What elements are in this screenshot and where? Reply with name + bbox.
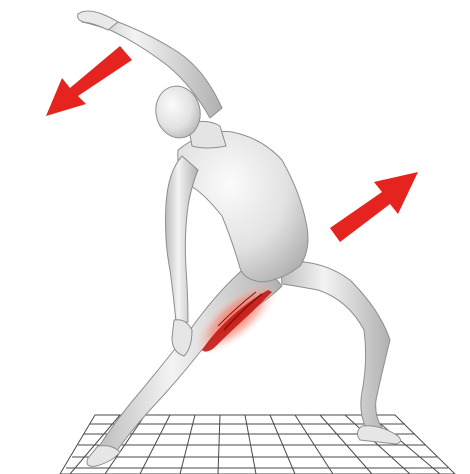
raised-hand <box>78 11 118 30</box>
right-foot <box>357 426 400 444</box>
hanging-arm <box>166 156 199 322</box>
right-leg <box>280 261 390 432</box>
arrow-up-right-icon <box>330 172 418 242</box>
arrow-up-left-icon <box>46 46 132 116</box>
torso <box>178 131 308 282</box>
human-figure <box>78 11 401 466</box>
